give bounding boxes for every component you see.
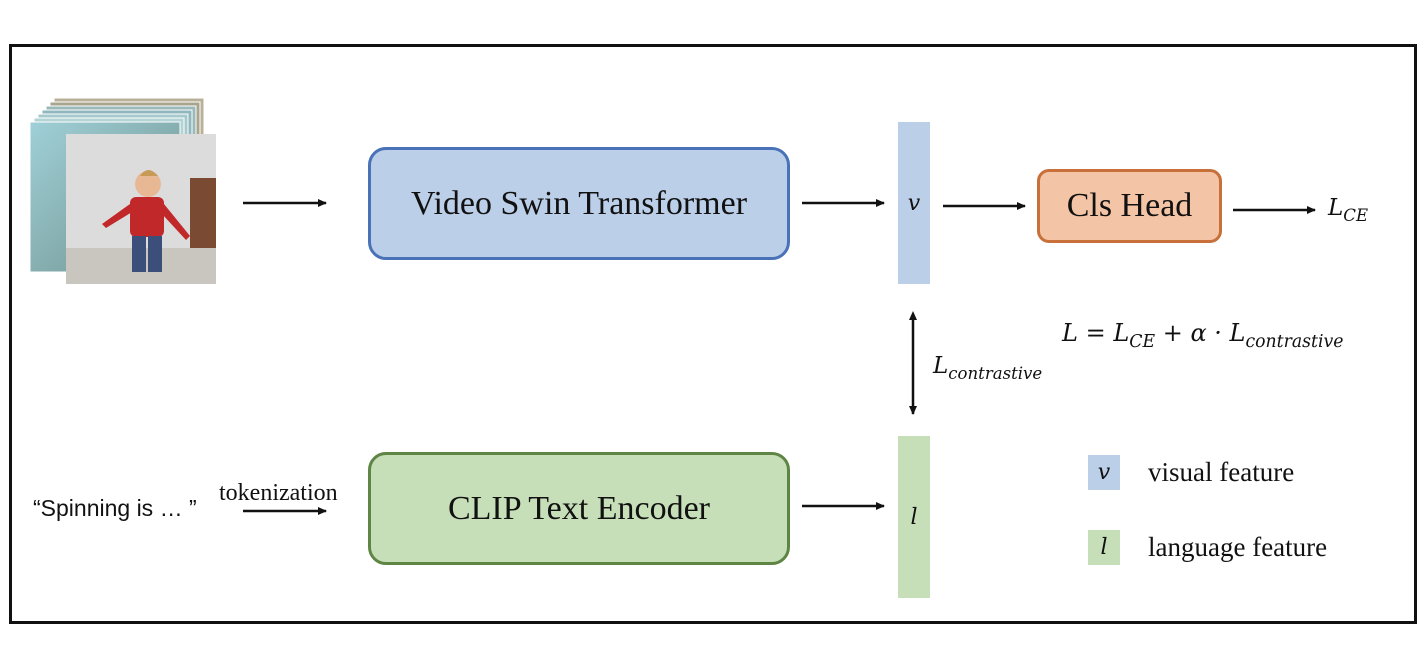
visual-feature-bar: v [898,122,930,284]
legend-visual-swatch: v [1088,455,1120,490]
cls-head-box: Cls Head [1037,169,1222,243]
legend-language-swatch: l [1088,530,1120,565]
language-feature-bar: l [898,436,930,598]
contrastive-loss-label: Lcontrastive [933,353,1043,383]
loss-ce-label: LCE [1328,195,1369,225]
video-swin-transformer-label: Video Swin Transformer [410,184,748,222]
visual-feature-symbol: v [907,190,921,216]
language-feature-symbol: l [910,504,918,530]
video-swin-transformer-box: Video Swin Transformer [368,147,790,260]
tokenization-label: tokenization [219,480,338,506]
clip-text-encoder-label: CLIP Text Encoder [447,489,710,527]
cls-head-label: Cls Head [1066,187,1193,224]
video-frames-image [30,98,216,284]
input-text: “Spinning is … ” [33,495,197,521]
total-loss-equation: L = LCE + α · Lcontrastive [1062,319,1344,353]
legend-language-label: language feature [1148,532,1328,562]
clip-text-encoder-box: CLIP Text Encoder [368,452,790,565]
legend-visual-label: visual feature [1148,457,1295,487]
